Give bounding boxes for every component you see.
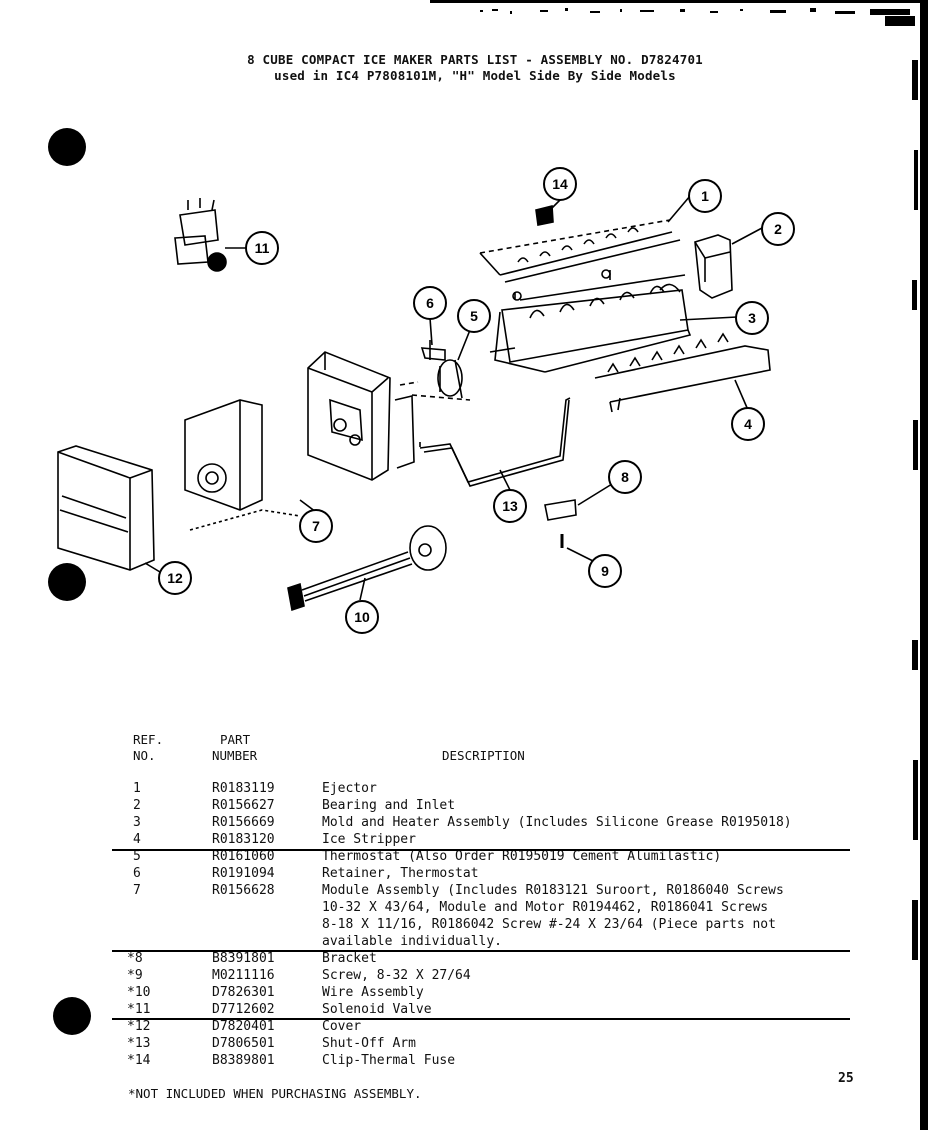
ice-stripper-drawing <box>594 332 771 413</box>
page-title: 8 CUBE COMPACT ICE MAKER PARTS LIST - AS… <box>247 52 703 67</box>
cover-drawing <box>57 445 155 571</box>
table-row-description: Module Assembly (Includes R0183121 Suroo… <box>322 883 784 898</box>
table-row-part-number: R0156628 <box>212 883 275 898</box>
table-row-part-number: R0161060 <box>212 849 275 864</box>
table-row-ref: *9 <box>127 968 143 983</box>
table-row-description: Mold and Heater Assembly (Includes Silic… <box>322 815 792 830</box>
table-row-description: Solenoid Valve <box>322 1002 432 1017</box>
table-row-description: Bracket <box>322 951 377 966</box>
table-row-part-number: B8389801 <box>212 1053 275 1068</box>
table-row-description: Wire Assembly <box>322 985 424 1000</box>
table-row-description: Retainer, Thermostat <box>322 866 479 881</box>
mold-heater-drawing <box>489 269 692 373</box>
callout-14: 14 <box>552 176 568 192</box>
thermostat-drawing <box>437 359 463 399</box>
bearing-inlet-drawing <box>694 234 733 299</box>
scan-right-edge <box>920 0 928 1130</box>
table-row-part-number: R0183120 <box>212 832 275 847</box>
callout-6: 6 <box>426 295 434 311</box>
table-divider <box>112 1018 850 1020</box>
binder-hole-bottom <box>53 997 91 1035</box>
page-number: 25 <box>838 1071 854 1086</box>
table-row-description: Thermostat (Also Order R0195019 Cement A… <box>322 849 722 864</box>
table-row-description: Bearing and Inlet <box>322 798 456 813</box>
wire-assembly-drawing <box>287 525 447 612</box>
retainer-thermostat-drawing <box>420 340 446 361</box>
exploded-parts-diagram: 1 2 3 4 5 6 7 8 9 10 11 12 13 14 <box>57 167 795 634</box>
module-assembly-drawing <box>184 351 415 531</box>
callout-1: 1 <box>701 188 709 204</box>
callout-3: 3 <box>748 310 756 326</box>
ejector-drawing <box>479 219 681 283</box>
table-row-description: Shut-Off Arm <box>322 1036 416 1051</box>
table-row-part-number: B8391801 <box>212 951 275 966</box>
table-row-part-number: D7712602 <box>212 1002 275 1017</box>
table-row-ref: 5 <box>133 849 141 864</box>
table-row-part-number: M0211116 <box>212 968 275 983</box>
table-row-ref: *14 <box>127 1053 151 1068</box>
table-divider <box>112 849 850 851</box>
table-divider <box>112 950 850 952</box>
table-row-description: 8-18 X 11/16, R0186042 Screw #-24 X 23/6… <box>322 917 776 932</box>
header-ref-line1: REF. <box>133 732 164 747</box>
callout-2: 2 <box>774 221 782 237</box>
callout-4: 4 <box>744 416 752 432</box>
table-row-part-number: R0183119 <box>212 781 275 796</box>
table-row-part-number: R0156669 <box>212 815 275 830</box>
table-row-ref: 7 <box>133 883 141 898</box>
table-row-description: Ejector <box>322 781 377 796</box>
table-row-description: 10-32 X 43/64, Module and Motor R0194462… <box>322 900 769 915</box>
header-ref-line2: NO. <box>133 748 156 763</box>
table-row-ref: *11 <box>127 1002 151 1017</box>
callout-8: 8 <box>621 469 629 485</box>
bracket-drawing <box>544 499 577 521</box>
table-row-part-number: D7820401 <box>212 1019 275 1034</box>
binder-hole-middle <box>48 563 86 601</box>
table-row-part-number: R0156627 <box>212 798 275 813</box>
callout-5: 5 <box>470 308 478 324</box>
table-row-ref: 2 <box>133 798 141 813</box>
binder-hole-top <box>48 128 86 166</box>
table-row-ref: 6 <box>133 866 141 881</box>
callout-12: 12 <box>167 570 183 586</box>
table-row-ref: 4 <box>133 832 141 847</box>
table-row-ref: *12 <box>127 1019 151 1034</box>
callout-13: 13 <box>502 498 518 514</box>
header-part-line2: NUMBER <box>212 748 258 763</box>
callout-10: 10 <box>354 609 370 625</box>
solenoid-valve-drawing <box>174 198 227 272</box>
table-row-part-number: R0191094 <box>212 866 275 881</box>
scan-right-margin <box>912 60 918 960</box>
page-subtitle: used in IC4 P7808101M, "H" Model Side By… <box>274 68 676 83</box>
table-row-description: available individually. <box>322 934 503 949</box>
header-description: DESCRIPTION <box>442 748 525 763</box>
table-row-ref: *13 <box>127 1036 151 1051</box>
table-row-description: Clip-Thermal Fuse <box>322 1053 456 1068</box>
scan-noise <box>480 8 915 26</box>
table-row-description: Ice Stripper <box>322 832 416 847</box>
callout-7: 7 <box>312 518 320 534</box>
table-row-ref: *10 <box>127 985 151 1000</box>
table-row-ref: *8 <box>127 951 143 966</box>
footnote: *NOT INCLUDED WHEN PURCHASING ASSEMBLY. <box>128 1086 422 1101</box>
table-row-part-number: D7806501 <box>212 1036 275 1051</box>
shut-off-arm-drawing <box>419 397 571 487</box>
header-part-line1: PART <box>220 732 251 747</box>
table-row-description: Screw, 8-32 X 27/64 <box>322 968 471 983</box>
callout-9: 9 <box>601 563 609 579</box>
scan-top-edge <box>430 0 928 3</box>
table-row-part-number: D7826301 <box>212 985 275 1000</box>
callout-11: 11 <box>255 240 270 256</box>
table-row-ref: 1 <box>133 781 141 796</box>
table-row-description: Cover <box>322 1019 362 1034</box>
table-row-ref: 3 <box>133 815 141 830</box>
